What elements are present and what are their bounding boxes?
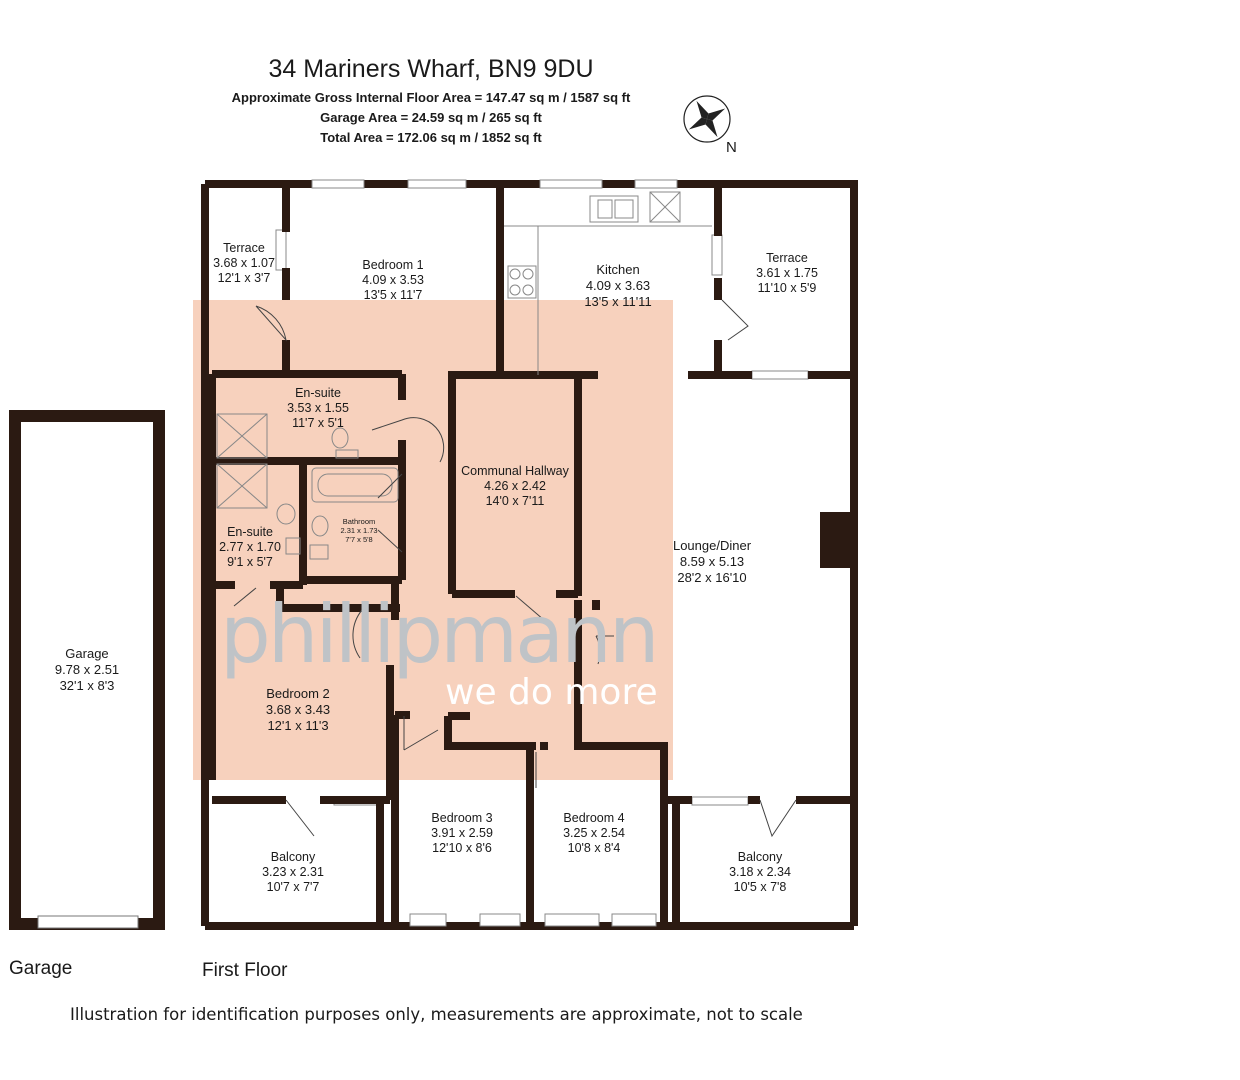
doors [233, 299, 797, 838]
windows [275, 179, 809, 927]
total-area-line: Total Area = 172.06 sq m / 1852 sq ft [320, 130, 542, 145]
watermark-brand: phillipmann [220, 588, 660, 681]
floor-area-line: Approximate Gross Internal Floor Area = … [231, 90, 631, 105]
floor-caption-first-floor: First Floor [202, 960, 288, 981]
floor-caption-garage: Garage [9, 958, 73, 979]
highlight-overlay [193, 300, 673, 780]
garage-door [37, 915, 139, 929]
disclaimer-footnote: Illustration for identification purposes… [70, 1005, 803, 1024]
interior-walls [208, 184, 854, 926]
compass-north-label: N [726, 139, 737, 156]
address-title: 34 Mariners Wharf, BN9 9DU [268, 55, 594, 83]
compass-rose-icon [683, 95, 731, 143]
garage-area-line: Garage Area = 24.59 sq m / 265 sq ft [320, 110, 542, 125]
kitchen-counter [504, 191, 712, 375]
chimney-breast [820, 512, 854, 568]
watermark-tagline: we do more [445, 672, 658, 713]
sanitary-fixtures [216, 413, 399, 560]
